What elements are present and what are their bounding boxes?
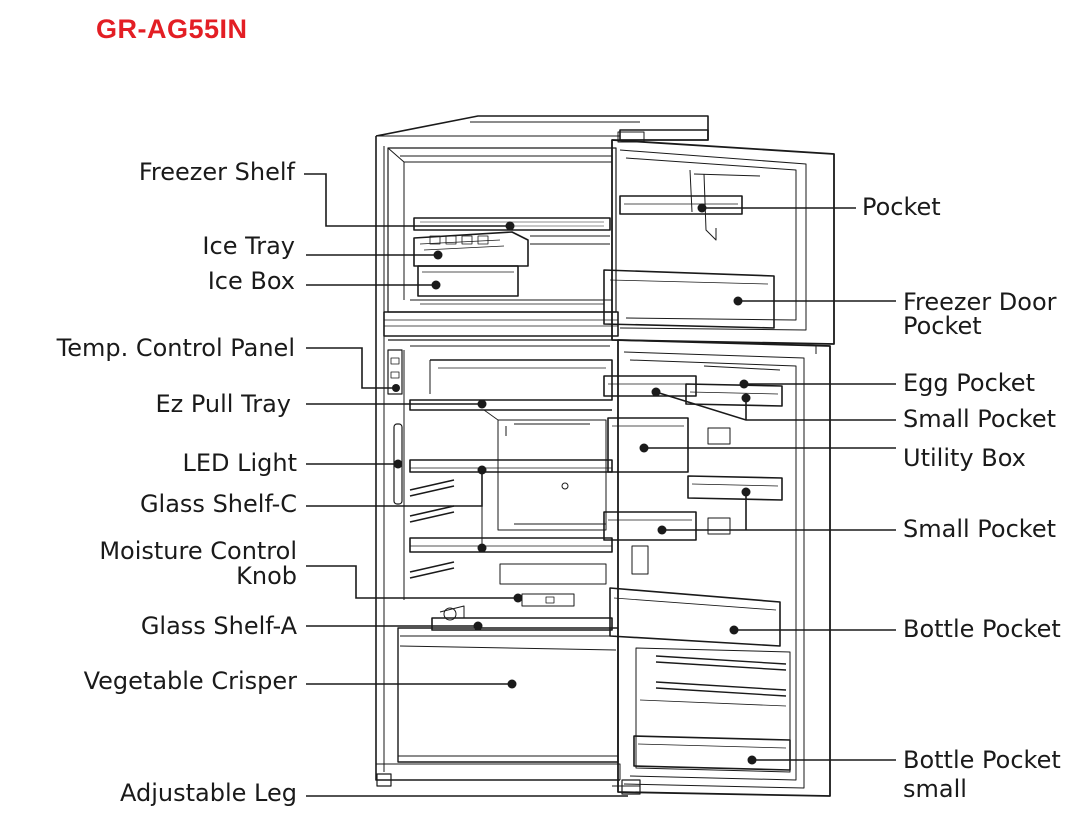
- freezer-door-lower-pocket: [603, 269, 775, 329]
- ice-box: [410, 265, 613, 312]
- refrigerator-door: [617, 339, 831, 797]
- freezer-door-upper-pocket: [619, 169, 761, 241]
- ice-tray: [413, 231, 529, 267]
- label-temp-control-panel: Temp. Control Panel: [56, 334, 295, 362]
- label-bottle-pocket-small-line1: Bottle Pocket: [903, 746, 1061, 774]
- label-glass-shelf-c: Glass Shelf-C: [139, 490, 297, 518]
- label-ez-pull-tray: Ez Pull Tray: [155, 390, 291, 418]
- label-egg-pocket: Egg Pocket: [903, 369, 1035, 397]
- label-bottle-pocket: Bottle Pocket: [903, 615, 1061, 643]
- label-bottle-pocket-small: Bottle Pocket small: [903, 746, 1061, 804]
- leader-dots: [392, 203, 757, 765]
- label-small-pocket-lower: Small Pocket: [903, 515, 1056, 543]
- label-bottle-pocket-small-line2: small: [903, 775, 967, 803]
- temp-control-panel: [387, 349, 403, 395]
- label-freezer-door-pocket: Freezer Door Pocket: [903, 290, 1057, 338]
- label-moisture-control-line2: Knob: [236, 562, 297, 590]
- bottle-pocket: [609, 587, 781, 647]
- cabinet-body: [375, 115, 709, 795]
- label-small-pocket-upper: Small Pocket: [903, 405, 1056, 433]
- bottle-pocket-small: [633, 735, 791, 771]
- utility-box: [607, 417, 731, 473]
- leader-glass-shelf-c: [306, 470, 483, 507]
- label-moisture-control-line1: Moisture Control: [99, 537, 297, 565]
- freezer-door: [611, 129, 835, 345]
- label-pocket: Pocket: [862, 193, 941, 221]
- label-adjustable-leg: Adjustable Leg: [120, 779, 297, 807]
- label-led-light: LED Light: [182, 449, 297, 477]
- label-glass-shelf-a: Glass Shelf-A: [140, 612, 297, 640]
- leader-temp-control: [306, 347, 396, 389]
- small-pocket-right: [687, 475, 783, 501]
- small-pocket-upper: [603, 375, 697, 397]
- leader-moisture-control: [306, 565, 518, 599]
- label-ice-box: Ice Box: [207, 267, 295, 295]
- label-utility-box: Utility Box: [903, 444, 1026, 472]
- small-pocket-lower: [603, 511, 731, 575]
- label-freezer-shelf: Freezer Shelf: [138, 158, 295, 186]
- label-vegetable-crisper: Vegetable Crisper: [83, 667, 297, 695]
- label-freezer-door-line2: Pocket: [903, 312, 982, 340]
- egg-pocket: [685, 365, 783, 407]
- moisture-control-knob: [521, 593, 575, 607]
- freezer-shelf: [413, 217, 611, 245]
- label-moisture-control-knob: Moisture Control Knob: [99, 539, 297, 589]
- leader-freezer-shelf: [304, 173, 510, 227]
- label-ice-tray: Ice Tray: [202, 232, 295, 260]
- door-bottom-panel: [635, 647, 791, 773]
- shelf-rails: [409, 479, 455, 579]
- glass-shelf-lower: [409, 470, 613, 585]
- glass-shelf-c: [409, 459, 613, 473]
- model-title: GR-AG55IN: [96, 14, 248, 44]
- ez-pull-tray: [409, 359, 613, 411]
- label-freezer-door-line1: Freezer Door: [903, 288, 1057, 316]
- leader-lines: [304, 173, 896, 797]
